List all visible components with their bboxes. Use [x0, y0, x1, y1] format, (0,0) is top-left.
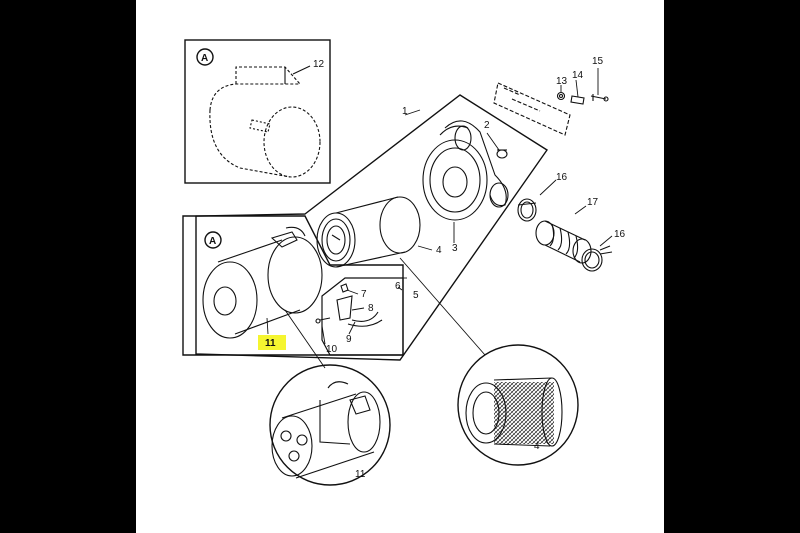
- detail-a-label-inner: A: [209, 236, 216, 247]
- callout-6: 6: [395, 281, 401, 292]
- callout-12: 12: [313, 59, 325, 70]
- callout-17: 17: [587, 197, 599, 208]
- callout-13: 13: [556, 76, 568, 87]
- callout-4: 4: [436, 245, 442, 256]
- hose-and-clamps: [517, 198, 613, 272]
- callout-14: 14: [572, 70, 584, 81]
- callout-10: 10: [326, 344, 338, 355]
- callout-2: 2: [484, 120, 490, 131]
- callout-8: 8: [368, 303, 374, 314]
- leader-lines: [266, 68, 613, 369]
- primary-filter-element: [316, 196, 421, 268]
- callout-16-bottom: 16: [614, 229, 626, 240]
- callout-1: 1: [402, 106, 408, 117]
- part-2-valve: [496, 149, 508, 159]
- callout-11-detail: 11: [355, 469, 366, 480]
- main-assembly-frame: [195, 94, 548, 361]
- housing-cover: [422, 120, 509, 221]
- callout-4-detail: 4: [534, 441, 540, 452]
- callout-15: 15: [592, 56, 604, 67]
- callout-5: 5: [413, 290, 419, 301]
- callout-labels: A A 12 1 2 3 4 5 6 7 8 9 10 11 13 14 15 …: [201, 53, 626, 480]
- hardware-subbox: [315, 277, 404, 356]
- mounting-bracket: [493, 82, 571, 136]
- diagram-paper: [136, 0, 664, 533]
- callout-7: 7: [361, 289, 367, 300]
- callout-9: 9: [346, 334, 352, 345]
- hardware-13-14-15: [556, 91, 609, 105]
- detail-a-label-top: A: [201, 53, 208, 64]
- callout-16-top: 16: [556, 172, 568, 183]
- detail-a-box: [184, 39, 331, 184]
- callout-3: 3: [452, 243, 458, 254]
- highlight-part-11: [258, 335, 286, 350]
- detail-circle-11: [269, 364, 391, 486]
- detail-circle-4: [457, 344, 579, 466]
- callout-11: 11: [265, 338, 276, 349]
